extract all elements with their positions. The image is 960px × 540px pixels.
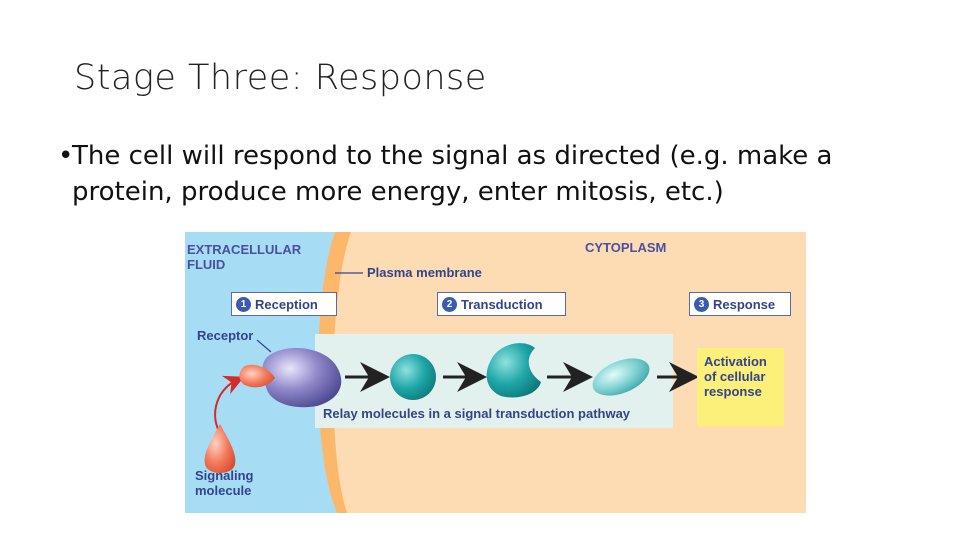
cellular-response-box: Activation of cellular response: [697, 348, 784, 426]
plasma-membrane-label: Plasma membrane: [367, 265, 482, 280]
step-reception: 1 Reception: [231, 292, 337, 316]
step-label-reception: Reception: [255, 296, 318, 312]
receptor-protein: [262, 347, 342, 408]
cytoplasm-label: CYTOPLASM: [585, 240, 667, 255]
bullet-marker: •: [58, 141, 74, 171]
relay-molecule-2: [486, 343, 541, 398]
bound-signal-molecule: [239, 364, 275, 388]
cellular-response-label: Activation of cellular response: [704, 354, 767, 399]
step-label-response: Response: [713, 296, 776, 312]
step-number-3: 3: [694, 296, 709, 312]
step-number-2: 2: [442, 296, 457, 312]
bullet-text: The cell will respond to the signal as d…: [72, 141, 833, 207]
receptor-pointer-line: [256, 339, 272, 353]
relay-molecule-3: [592, 358, 650, 396]
step-response: 3 Response: [689, 292, 791, 316]
step-label-transduction: Transduction: [461, 296, 543, 312]
relay-molecules-label: Relay molecules in a signal transduction…: [323, 406, 631, 421]
relay-molecule-1: [390, 354, 436, 400]
step-transduction: 2 Transduction: [437, 292, 566, 316]
step-number-1: 1: [236, 296, 251, 312]
signaling-molecule-shape: [204, 424, 236, 473]
extracellular-fluid-label: EXTRACELLULAR FLUID: [187, 242, 302, 272]
bullet-point: • The cell will respond to the signal as…: [58, 138, 938, 210]
cell-signaling-diagram: EXTRACELLULAR FLUID CYTOPLASM Plasma mem…: [185, 232, 806, 513]
slide-title: Stage Three: Response: [74, 58, 487, 98]
signaling-molecule-label: Signaling molecule: [195, 468, 254, 498]
receptor-label: Receptor: [197, 328, 254, 343]
